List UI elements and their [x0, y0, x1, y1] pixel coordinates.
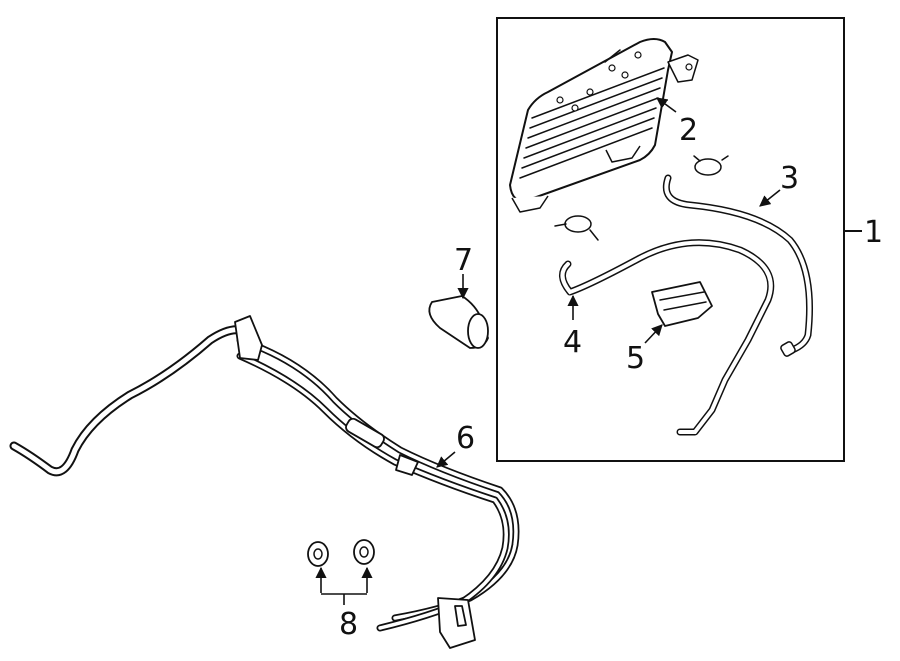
hose-clamp-upper [693, 155, 729, 176]
callout-2: 2 [679, 113, 698, 148]
hose-3 [662, 174, 813, 357]
cooler-line-6 [9, 315, 520, 649]
callout-7: 7 [454, 243, 473, 278]
hose-clamp-lower [554, 215, 599, 241]
kit-box [496, 17, 862, 462]
callout-3: 3 [780, 161, 799, 196]
callout-5: 5 [626, 341, 645, 376]
leader-lines [315, 97, 781, 605]
callout-1: 1 [864, 215, 883, 250]
washer-left [307, 541, 329, 567]
callout-8: 8 [339, 607, 358, 642]
fitting-7 [428, 295, 489, 349]
oil-cooler [509, 38, 699, 213]
hose-4 [559, 239, 775, 436]
callout-4: 4 [563, 325, 582, 360]
washer-right [353, 539, 375, 565]
bracket-5 [651, 281, 713, 327]
callout-6: 6 [456, 421, 475, 456]
